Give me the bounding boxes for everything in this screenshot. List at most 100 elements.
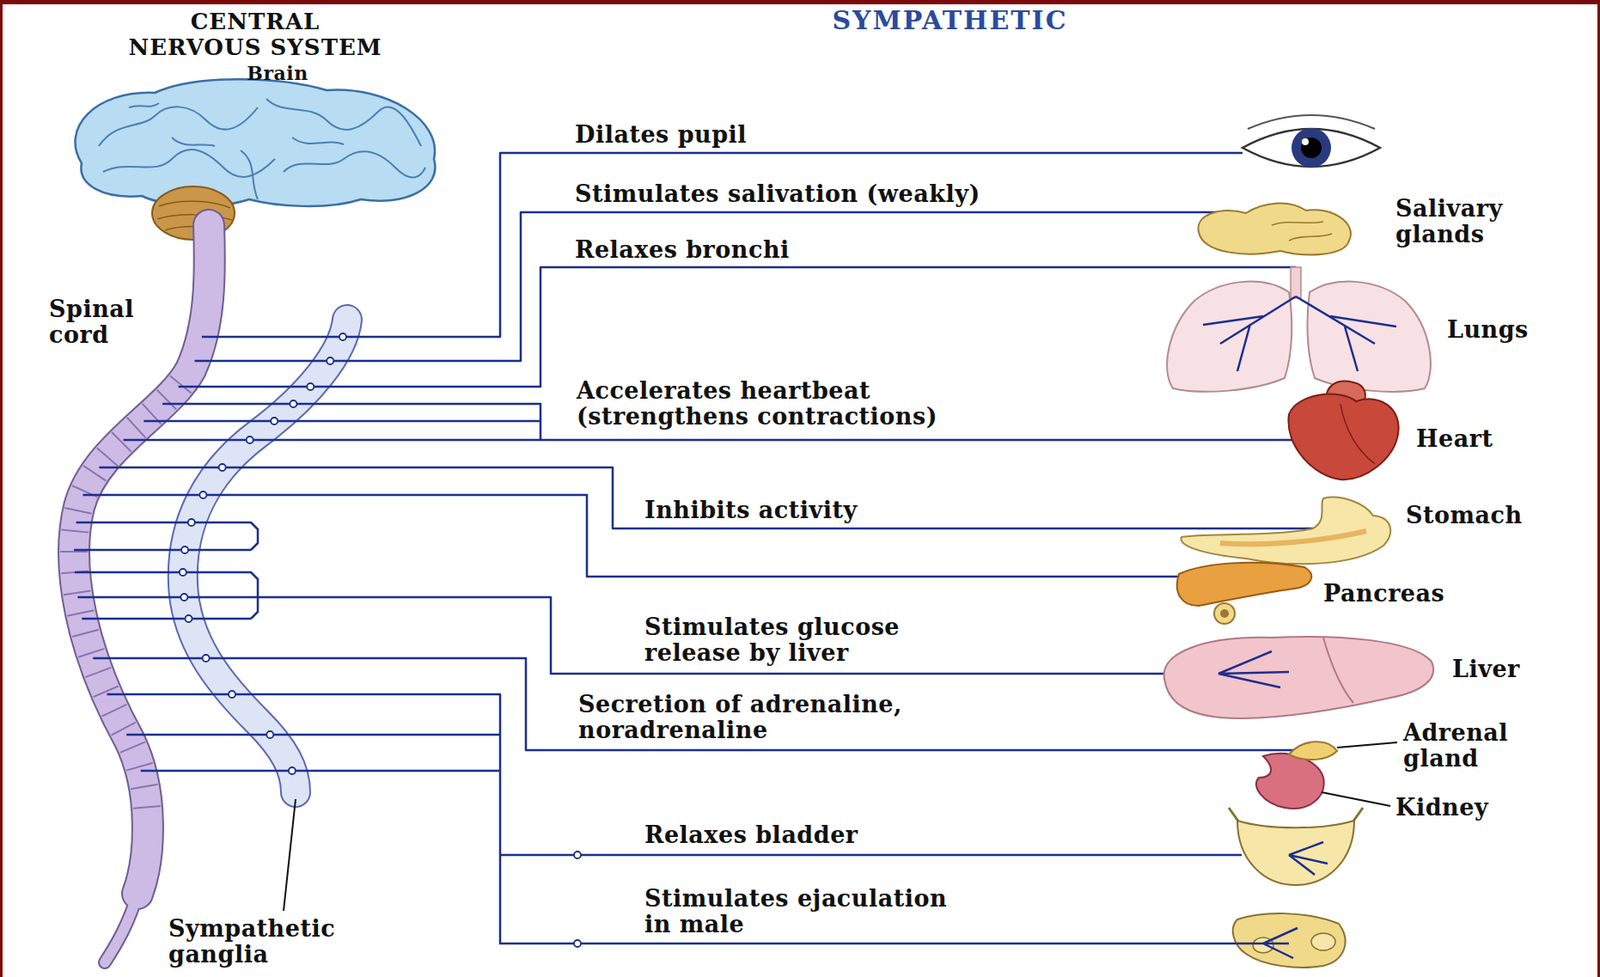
- lung-left: [1166, 281, 1292, 392]
- leader-line: [1321, 792, 1391, 807]
- spinal-segment: [78, 648, 104, 658]
- ganglion-dot: [179, 568, 187, 576]
- ganglion-dot: [339, 333, 347, 341]
- reproductive-gland: [1311, 933, 1336, 951]
- effect-label: Secretion of adrenaline, noradrenaline: [578, 691, 908, 744]
- stomach-fold: [1220, 531, 1367, 544]
- heart-drawing: [1288, 381, 1399, 480]
- liver: [1164, 636, 1434, 719]
- spinal-cord-tail: [104, 893, 138, 963]
- spinal-segment: [72, 629, 99, 637]
- organ-name: Kidney: [1395, 794, 1493, 821]
- reproductive-drawing: [1228, 913, 1346, 968]
- spinal-segment: [63, 591, 92, 596]
- stomach: [1180, 497, 1391, 565]
- effect-label: Relaxes bladder: [644, 822, 862, 849]
- eye-pupil: [1300, 137, 1322, 159]
- eye-highlight: [1301, 138, 1309, 146]
- brain-gyrus: [283, 151, 426, 178]
- spinal-segment: [85, 667, 111, 678]
- ganglion-dot: [199, 491, 207, 499]
- ganglion-dot: [202, 654, 210, 662]
- reproductive-nerves: [1228, 928, 1298, 959]
- nerve-line: [123, 439, 1328, 442]
- organ-name: Salivary glands: [1395, 195, 1509, 248]
- brain-gyrus: [103, 149, 275, 178]
- spinal-segment: [60, 550, 88, 553]
- salivary-gland: [1197, 203, 1351, 256]
- ganglion-dot: [180, 593, 188, 601]
- salivary-gland-drawing: [1197, 203, 1351, 256]
- leader-line: [283, 799, 296, 911]
- spinal-segment: [67, 610, 94, 617]
- ganglion-dot: [270, 417, 278, 425]
- duodenum-lumen: [1220, 609, 1229, 618]
- ganglion-dot: [574, 851, 581, 859]
- nerve-line: [82, 494, 1212, 577]
- eye-iris: [1291, 128, 1332, 168]
- spinal-segment: [61, 530, 89, 533]
- ganglion-dot: [288, 767, 296, 775]
- nerve-line: [81, 617, 251, 621]
- brain-fissure: [240, 150, 258, 200]
- ganglia-chain-drawing: [183, 319, 348, 911]
- spinal-segment: [120, 741, 146, 752]
- spinal-segment: [64, 507, 92, 514]
- spinal-segment: [133, 806, 161, 809]
- liver-lobe-line: [1323, 637, 1354, 703]
- spinal-segment: [110, 722, 135, 736]
- spinal-segment: [97, 447, 118, 466]
- ganglion-dot: [266, 731, 274, 739]
- kidney-drawing: [1256, 741, 1398, 809]
- brain-gyrus: [98, 106, 258, 147]
- bladder: [1237, 820, 1355, 886]
- brain-gyrus: [128, 103, 344, 147]
- ganglion-dot: [306, 383, 314, 391]
- brain-outline: [75, 79, 436, 207]
- nerve-line: [178, 267, 1296, 387]
- system-heading: CENTRAL NERVOUS SYSTEM: [125, 8, 385, 61]
- bronchi-nerves: [1203, 296, 1397, 372]
- brain-gyrus: [266, 98, 422, 147]
- ganglion-dot: [228, 690, 236, 698]
- nerve-line: [76, 522, 258, 550]
- spinal-segment: [157, 390, 178, 410]
- effect-label: Stimulates ejaculation in male: [644, 885, 953, 938]
- part-name: Sympathetic ganglia: [168, 916, 342, 968]
- ganglion-dot: [184, 615, 192, 623]
- organ-name: Heart: [1416, 426, 1497, 452]
- ganglion-dot: [219, 464, 226, 471]
- eye-outline: [1242, 128, 1381, 167]
- reproductive-organ: [1233, 913, 1346, 968]
- eye-drawing: [1242, 115, 1381, 168]
- effect-label: Inhibits activity: [644, 497, 862, 524]
- organ-name: Stomach: [1405, 502, 1527, 529]
- part-name: Spinal cord: [48, 296, 141, 349]
- nerve-line: [500, 854, 1242, 857]
- nerve-line: [73, 549, 251, 552]
- effect-label: Accelerates heartbeat (strengthens contr…: [576, 378, 943, 430]
- bladder-nerves: [1288, 842, 1328, 875]
- organ-name: Lungs: [1447, 317, 1533, 343]
- ganglion-dot: [574, 940, 581, 947]
- bladder-drawing: [1228, 807, 1363, 886]
- trachea: [1290, 267, 1301, 299]
- eye-lid: [1247, 115, 1375, 129]
- ganglion-dot: [326, 357, 334, 365]
- liver-nerves: [1218, 651, 1289, 688]
- nerve-line: [92, 658, 1307, 751]
- kidney: [1256, 753, 1325, 809]
- ganglion-dot: [246, 436, 254, 444]
- nerve-line: [201, 152, 1243, 337]
- organ-name: Liver: [1452, 656, 1524, 683]
- lungs-drawing: [1166, 267, 1431, 392]
- heart: [1288, 394, 1399, 481]
- ganglion-dot: [188, 519, 196, 526]
- effect-label: Relaxes bronchi: [574, 237, 794, 263]
- spinal-segment: [130, 784, 159, 790]
- organ-name: Brain: [244, 61, 311, 85]
- nerve-line: [98, 467, 1341, 529]
- spinal-segment: [101, 704, 127, 717]
- liver-drawing: [1164, 636, 1434, 719]
